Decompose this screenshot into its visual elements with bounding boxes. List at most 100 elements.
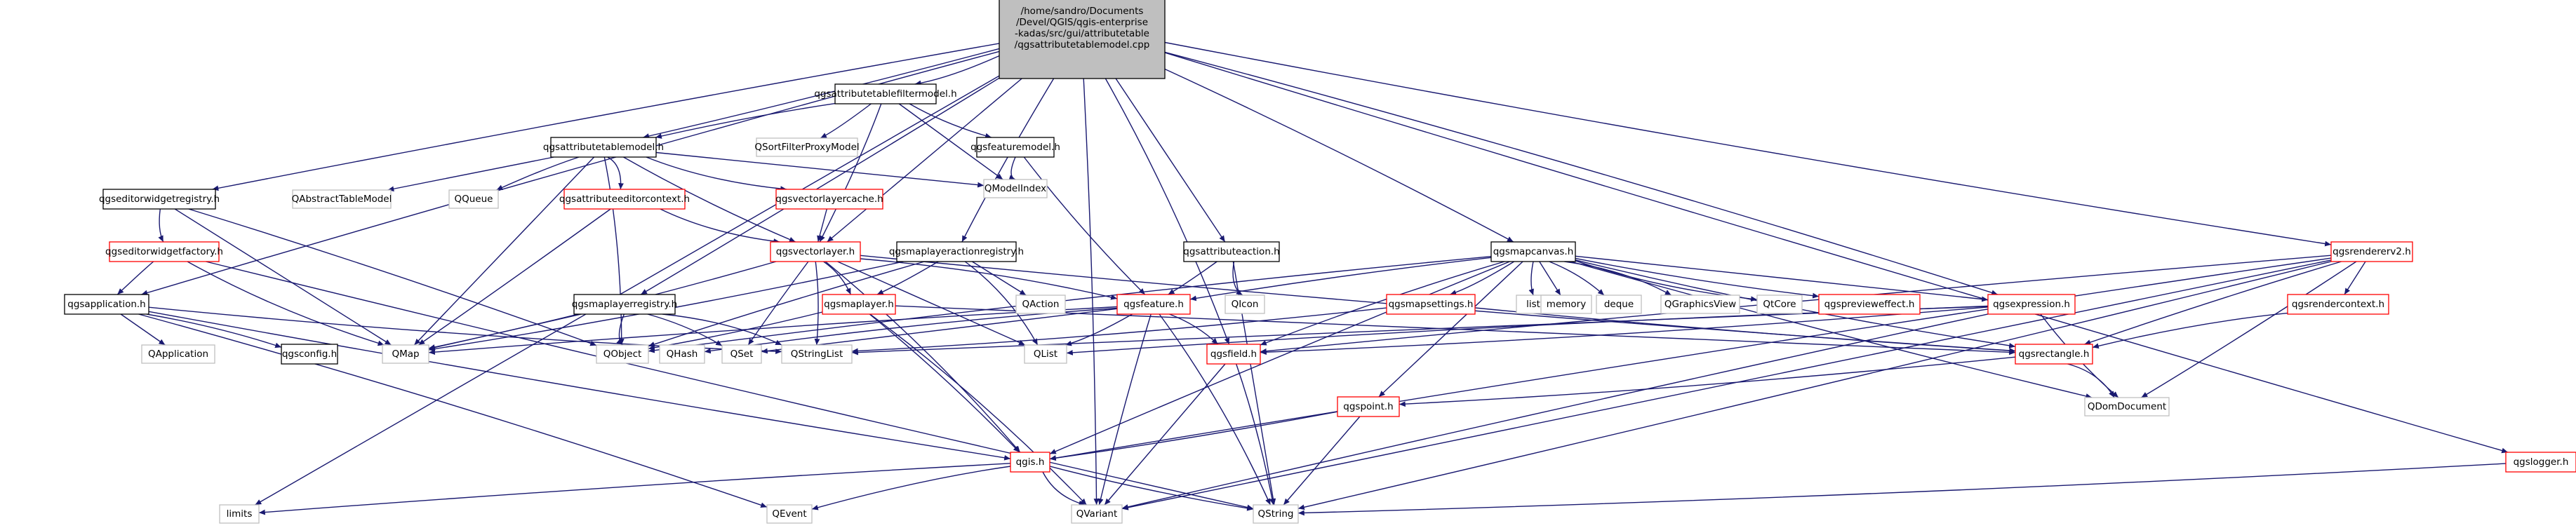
node-qgis[interactable]: qgis.h	[1010, 452, 1050, 473]
node-rectangle[interactable]: qgsrectangle.h	[2015, 344, 2093, 365]
node-previeweffect[interactable]: qgsprevieweffect.h	[1818, 294, 1921, 315]
edge-qgis-to-qevent	[811, 466, 1011, 510]
node-label-point: qgspoint.h	[1343, 401, 1393, 412]
node-label-editorcontext: qgsattributeeditorcontext.h	[559, 194, 690, 205]
node-application[interactable]: qgsapplication.h	[64, 294, 149, 315]
edge-mapcanvas-to-qdomdocument	[1570, 261, 2093, 399]
node-box-tablemodel	[550, 137, 657, 158]
node-qqueue[interactable]: QQueue	[448, 189, 499, 209]
edge-filtermodel-to-tablemodel	[655, 102, 836, 139]
node-label-expression: qgsexpression.h	[1993, 299, 2070, 310]
node-field[interactable]: qgsfield.h	[1206, 344, 1261, 365]
node-qvariant[interactable]: QVariant	[1071, 504, 1123, 524]
node-label-actionregistry: qgsmaplayeractionregistry.h	[889, 246, 1024, 257]
node-qtcore[interactable]: QtCore	[1756, 295, 1803, 314]
edge-root-to-actionregistry	[961, 78, 1055, 243]
node-label-qicon: QIcon	[1232, 299, 1259, 310]
edge-qgis-to-qstring	[1049, 466, 1254, 511]
edge-mapcanvas-to-qgis	[1049, 261, 1510, 454]
node-rendercontext[interactable]: qgsrendercontext.h	[2287, 294, 2389, 315]
node-box-qmodelindex	[983, 179, 1048, 198]
node-vlcache[interactable]: qgsvectorlayercache.h	[775, 189, 883, 210]
node-box-field	[1206, 344, 1261, 365]
node-tablemodel[interactable]: qgsattributetablemodel.h	[543, 137, 664, 158]
node-logger[interactable]: qgslogger.h	[2505, 452, 2576, 473]
node-label-editorwidgetregistry: qgseditorwidgetregistry.h	[99, 194, 220, 205]
edge-filtermodel-to-vectorlayer	[819, 103, 882, 243]
node-label-logger: qgslogger.h	[2514, 456, 2569, 468]
node-featuremodel[interactable]: qgsfeaturemodel.h	[970, 137, 1060, 158]
node-label-feature: qgsfeature.h	[1123, 299, 1184, 310]
edge-vectorlayer-to-qlist	[837, 261, 1026, 346]
node-editorwidgetfactory[interactable]: qgseditorwidgetfactory.h	[105, 241, 223, 262]
node-box-qevent	[766, 504, 813, 524]
node-label-root-line-2: -kadas/src/gui/attributetable	[1015, 28, 1149, 39]
edge-tablemodel-to-qobject	[603, 156, 625, 346]
node-attributeaction[interactable]: qgsattributeaction.h	[1183, 241, 1280, 262]
node-box-deque	[1596, 295, 1642, 314]
node-editorcontext[interactable]: qgsattributeeditorcontext.h	[559, 189, 690, 210]
node-qlist[interactable]: QList	[1024, 344, 1067, 364]
node-box-filtermodel	[834, 83, 937, 104]
node-rendererv2[interactable]: qgsrendererv2.h	[2330, 241, 2413, 262]
node-label-root-line-3: /qgsattributetablemodel.cpp	[1015, 39, 1150, 50]
edge-editorwidgetregistry-to-qobject	[188, 208, 597, 346]
node-mapcanvas[interactable]: qgsmapcanvas.h	[1490, 241, 1576, 262]
node-label-mapsettings: qgsmapsettings.h	[1389, 299, 1474, 310]
edge-point-to-qstring	[1283, 416, 1361, 506]
node-box-qlist	[1024, 344, 1067, 364]
node-qdomdocument[interactable]: QDomDocument	[2084, 397, 2170, 417]
node-label-previeweffect: qgsprevieweffect.h	[1824, 299, 1915, 310]
node-qaction[interactable]: QAction	[1015, 295, 1066, 314]
node-qhash[interactable]: QHash	[659, 344, 705, 364]
node-label-editorwidgetfactory: qgseditorwidgetfactory.h	[105, 246, 223, 257]
node-box-qstringlist	[781, 344, 853, 364]
node-maplayer[interactable]: qgsmaplayer.h	[822, 294, 896, 315]
node-box-qtcore	[1756, 295, 1803, 314]
node-qabstracttable[interactable]: QAbstractTableModel	[292, 189, 392, 209]
node-box-memory	[1540, 295, 1592, 314]
node-memory[interactable]: memory	[1540, 295, 1592, 314]
node-qmap[interactable]: QMap	[382, 344, 429, 364]
node-config[interactable]: qgsconfig.h	[281, 344, 338, 365]
node-qset[interactable]: QSet	[721, 344, 762, 364]
edge-editorwidgetregistry-to-editorwidgetfactory	[158, 208, 164, 243]
node-qevent[interactable]: QEvent	[766, 504, 813, 524]
node-qobject[interactable]: QObject	[596, 344, 649, 364]
node-sortfilter[interactable]: QSortFilterProxyModel	[754, 137, 860, 157]
node-filtermodel[interactable]: qgsattributetablefiltermodel.h	[814, 83, 957, 104]
edge-tablemodel-to-vlcache	[646, 156, 787, 192]
node-label-vectorlayer: qgsvectorlayer.h	[776, 246, 855, 257]
node-label-field: qgsfield.h	[1210, 348, 1257, 360]
node-label-sortfilter: QSortFilterProxyModel	[754, 142, 859, 153]
node-point[interactable]: qgspoint.h	[1337, 396, 1400, 417]
edge-rendererv2-to-rendercontext	[2344, 261, 2366, 295]
edge-field-to-qstring	[1236, 363, 1275, 506]
node-qapplication[interactable]: QApplication	[141, 344, 215, 364]
node-qstringlist[interactable]: QStringList	[781, 344, 853, 364]
edge-root-to-layerregistry	[640, 77, 1000, 295]
node-actionregistry[interactable]: qgsmaplayeractionregistry.h	[889, 241, 1024, 262]
node-qstring[interactable]: QString	[1253, 504, 1299, 524]
node-box-limits	[219, 504, 260, 524]
node-root[interactable]: /home/sandro/Documents/Devel/QGIS/qgis-e…	[999, 0, 1166, 79]
node-label-qobject: QObject	[603, 348, 642, 360]
node-qicon[interactable]: QIcon	[1224, 295, 1265, 314]
node-expression[interactable]: qgsexpression.h	[1987, 294, 2076, 315]
node-mapsettings[interactable]: qgsmapsettings.h	[1386, 294, 1476, 315]
node-label-tablemodel: qgsattributetablemodel.h	[543, 142, 664, 153]
node-deque[interactable]: deque	[1596, 295, 1642, 314]
node-vectorlayer[interactable]: qgsvectorlayer.h	[770, 241, 861, 262]
node-editorwidgetregistry[interactable]: qgseditorwidgetregistry.h	[99, 189, 220, 210]
node-label-deque: deque	[1604, 299, 1634, 310]
node-label-layerregistry: qgsmaplayerregistry.h	[572, 299, 677, 310]
node-feature[interactable]: qgsfeature.h	[1116, 294, 1191, 315]
edge-application-to-config	[146, 313, 282, 348]
edge-rendererv2-to-rectangle	[2084, 261, 2342, 345]
node-layerregistry[interactable]: qgsmaplayerregistry.h	[572, 294, 677, 315]
edge-editorwidgetfactory-to-application	[116, 261, 154, 295]
node-qgraphicsview[interactable]: QGraphicsView	[1660, 295, 1740, 314]
node-qmodelindex[interactable]: QModelIndex	[983, 179, 1048, 198]
node-limits[interactable]: limits	[219, 504, 260, 524]
edge-editorcontext-to-qmap	[418, 208, 611, 346]
